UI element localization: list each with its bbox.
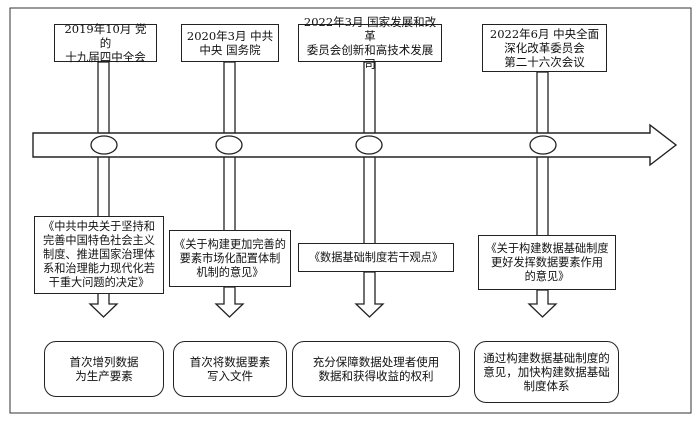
- doc-1-line-2: 完善中国特色社会主义: [43, 234, 155, 247]
- down-arrow-1: [88, 292, 119, 318]
- doc-4-line-2: 更好发挥数据要素作用: [491, 255, 603, 269]
- timeline-node-4: [529, 135, 557, 155]
- document-box-4: 《关于构建数据基础制度 更好发挥数据要素作用 的意见》: [478, 235, 616, 290]
- doc-1-line-5: 干重大问题的决定》: [48, 276, 150, 289]
- doc-1-line-3: 制度、推进国家治理体: [43, 248, 155, 261]
- event-box-4: 2022年6月 中央全面 深化改革委员会 第二十六次会议: [482, 24, 607, 72]
- event-2-line-2: 中央 国务院: [199, 43, 261, 57]
- document-box-2: 《关于构建更加完善的 要素市场化配置体制 机制的意见》: [169, 230, 291, 287]
- event-box-3: 2022年3月 国家发展和改革 委员会创新和高技术发展司: [298, 15, 442, 71]
- result-box-1: 首次增列数据 为生产要素: [44, 341, 164, 397]
- result-3-line-1: 充分保障数据处理者使用: [312, 355, 440, 369]
- result-1-line-1: 首次增列数据: [69, 355, 139, 369]
- doc-4-line-3: 的意见》: [524, 269, 570, 283]
- doc-4-line-1: 《关于构建数据基础制度: [485, 241, 609, 255]
- doc-2-line-3: 机制的意见》: [196, 265, 264, 279]
- result-4-line-2: 意见，加快构建数据基础: [483, 365, 610, 379]
- timeline-node-3: [355, 135, 383, 155]
- timeline-node-1: [90, 135, 118, 155]
- doc-2-line-1: 《关于构建更加完善的: [174, 237, 286, 251]
- event-3-line-2: 委员会创新和高技术发展司: [306, 43, 434, 71]
- result-3-line-2: 数据和获得收益的权利: [318, 369, 434, 383]
- down-arrow-3: [354, 271, 385, 318]
- event-4-line-1: 2022年6月 中央全面: [489, 27, 600, 41]
- document-box-1: 《中共中央关于坚持和 完善中国特色社会主义 制度、推进国家治理体 系和治理能力现…: [34, 216, 164, 294]
- timeline-node-2: [215, 135, 243, 155]
- timeline-arrow: [32, 123, 678, 167]
- doc-1-line-1: 《中共中央关于坚持和: [43, 220, 155, 233]
- doc-3-line-1: 《数据基础制度若干观点》: [308, 250, 444, 264]
- down-arrows: [88, 271, 558, 318]
- event-box-1: 2019年10月 党的 十九届四中全会: [54, 22, 157, 64]
- doc-1-line-4: 系和治理能力现代化若: [43, 262, 155, 275]
- event-box-2: 2020年3月 中共 中央 国务院: [181, 24, 279, 62]
- result-box-4: 通过构建数据基础制度的 意见，加快构建数据基础 制度体系: [474, 341, 619, 403]
- document-box-3: 《数据基础制度若干观点》: [298, 243, 454, 272]
- timeline-nodes: [90, 135, 557, 155]
- down-arrow-4: [527, 289, 558, 318]
- result-4-line-1: 通过构建数据基础制度的: [483, 351, 610, 365]
- result-4-line-3: 制度体系: [523, 379, 570, 393]
- event-1-line-2: 十九届四中全会: [65, 50, 146, 64]
- down-arrow-2: [214, 286, 245, 318]
- doc-2-line-2: 要素市场化配置体制: [179, 251, 281, 265]
- result-2-line-1: 首次将数据要素: [189, 355, 271, 369]
- event-3-line-1: 2022年3月 国家发展和改革: [303, 15, 437, 43]
- result-box-2: 首次将数据要素 写入文件: [173, 341, 287, 397]
- event-2-line-1: 2020年3月 中共: [186, 29, 274, 43]
- result-2-line-2: 写入文件: [207, 369, 253, 383]
- outer-frame: [9, 7, 692, 414]
- result-1-line-2: 为生产要素: [75, 369, 133, 383]
- event-1-line-1: 2019年10月 党的: [64, 22, 147, 50]
- event-4-line-2: 深化改革委员会: [504, 41, 585, 55]
- event-4-line-3: 第二十六次会议: [504, 55, 585, 69]
- result-box-3: 充分保障数据处理者使用 数据和获得收益的权利: [292, 341, 460, 397]
